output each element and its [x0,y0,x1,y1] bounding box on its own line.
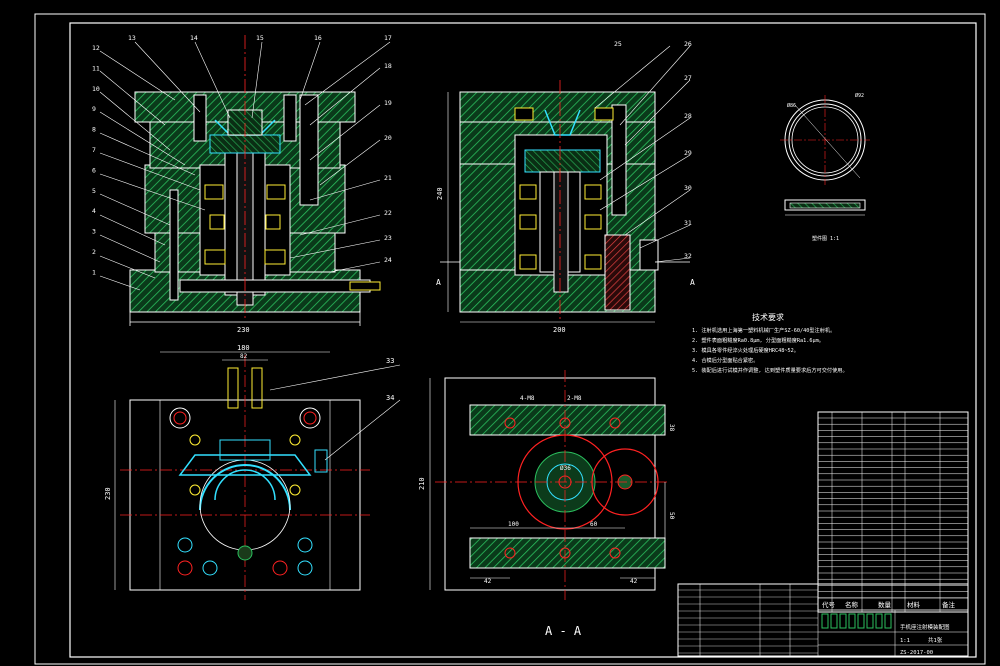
dim-aa-h1: 4-M8 [520,395,535,402]
title-block-mark [866,613,874,629]
front-leaders-left [99,50,206,291]
outer-border [34,13,986,665]
title-block-mark [875,613,883,629]
dim-aa-w2: 60 [590,521,598,528]
callout-6: 6 [92,166,96,174]
tb-drawing-name: 手机座注射模装配图 [900,623,950,631]
tb-sheet: 共1张 [928,636,943,644]
callout-25: 25 [614,40,622,48]
tb-col-4: 材料 [907,600,921,609]
dim-side-height: 240 [436,187,444,200]
callout-13: 13 [128,34,136,42]
title-block-mark [839,613,847,629]
callout-16: 16 [314,34,322,42]
side-callouts: 25 26 27 28 29 30 31 32 [614,40,692,260]
tb-col-5: 备注 [942,600,956,609]
dim-aa-r2: 50 [668,512,675,520]
tb-col-2: 名称 [845,600,859,609]
callout-21: 21 [384,174,392,182]
dim-side-width: 200 [553,326,566,334]
callout-3: 3 [92,228,96,236]
callout-33: 33 [386,357,394,365]
tb-scale: 1:1 [900,638,910,644]
dim-aa-b2: 42 [630,578,638,585]
tb-col-3: 数量 [878,600,892,609]
callout-17: 17 [384,34,392,42]
dim-part-d1: Ø86 [787,102,796,109]
title-block-mark [884,613,892,629]
dim-plan-top: 180 [237,344,250,352]
callout-19: 19 [384,99,392,107]
section-aa-view [429,370,670,600]
part-drawing [780,95,870,216]
front-callouts-top: 13 14 15 16 17 [128,34,392,42]
tech-line-4: 4. 合模后分型面贴合紧密。 [692,356,758,364]
plan-view [114,351,401,600]
callout-20: 20 [384,134,392,142]
title-block-mark [848,613,856,629]
part-label: 塑件图 1:1 [812,235,839,242]
dim-aa-h2: 2-M8 [567,395,582,402]
callout-9: 9 [92,105,96,113]
callout-31: 31 [684,219,692,227]
callout-2: 2 [92,248,96,256]
callout-12: 12 [92,44,100,52]
side-leaders [594,45,691,263]
dim-front-width: 230 [237,326,250,334]
callout-15: 15 [256,34,264,42]
title-block-marks [821,613,892,629]
callout-14: 14 [190,34,198,42]
section-aa-label: A - A [545,624,582,638]
side-section-view [440,80,690,323]
dim-aa-left: 210 [418,477,426,490]
callout-24: 24 [384,256,392,264]
callout-22: 22 [384,209,392,217]
tech-line-5: 5. 装配后进行试模并作调整, 达到塑件质量要求后方可交付使用。 [692,366,848,374]
tb-drawing-no: ZS-2017-00 [900,650,933,656]
title-block: 代号 名称 数量 材料 备注 手机座注射模装配图 1:1 共1张 ZS-2017… [677,583,969,657]
tech-line-1: 1. 注射机选用上海第一塑料机械厂生产SZ-60/40型注射机。 [692,326,835,334]
tech-title: 技术要求 [752,312,784,322]
section-mark-left: A [436,278,441,287]
tb-col-1: 代号 [822,600,836,609]
front-leaders-top [134,41,391,273]
front-section-view [129,35,381,326]
title-block-mark [857,613,865,629]
dim-aa-r: 38 [668,424,675,432]
callout-29: 29 [684,149,692,157]
callout-26: 26 [684,40,692,48]
callout-5: 5 [92,187,96,195]
callout-28: 28 [684,112,692,120]
dim-part-d2: Ø92 [855,92,864,99]
callout-10: 10 [92,85,100,93]
title-block-mark [830,613,838,629]
callout-1: 1 [92,268,96,276]
dim-aa-d: Ø36 [560,465,571,472]
inner-border [69,22,977,658]
callout-27: 27 [684,74,692,82]
title-block-mark [821,613,829,629]
dim-plan-left: 230 [104,487,112,500]
callout-23: 23 [384,234,392,242]
dim-aa-b1: 42 [484,578,492,585]
callout-11: 11 [92,64,100,72]
callout-34: 34 [386,394,394,402]
callout-18: 18 [384,62,392,70]
callout-4: 4 [92,207,96,215]
front-callouts-right: 18 19 20 21 22 23 24 [384,62,392,264]
tech-requirements: 技术要求 1. 注射机选用上海第一塑料机械厂生产SZ-60/40型注射机。 2.… [692,312,848,374]
parts-list [817,411,969,613]
tech-line-3: 3. 模具各零件经淬火处理后硬度HRC48~52。 [692,346,799,354]
callout-7: 7 [92,146,96,154]
tech-line-2: 2. 塑件表面粗糙度Ra0.8μm, 分型面粗糙度Ra1.6μm。 [692,336,824,344]
callout-8: 8 [92,126,96,134]
front-callouts-left: 12 11 10 9 8 7 6 5 4 3 2 1 [92,44,100,276]
dim-aa-w1: 100 [508,521,519,528]
dim-plan-sub: 82 [240,353,248,360]
callout-32: 32 [684,252,692,260]
section-mark-right: A [690,278,695,287]
callout-30: 30 [684,184,692,192]
